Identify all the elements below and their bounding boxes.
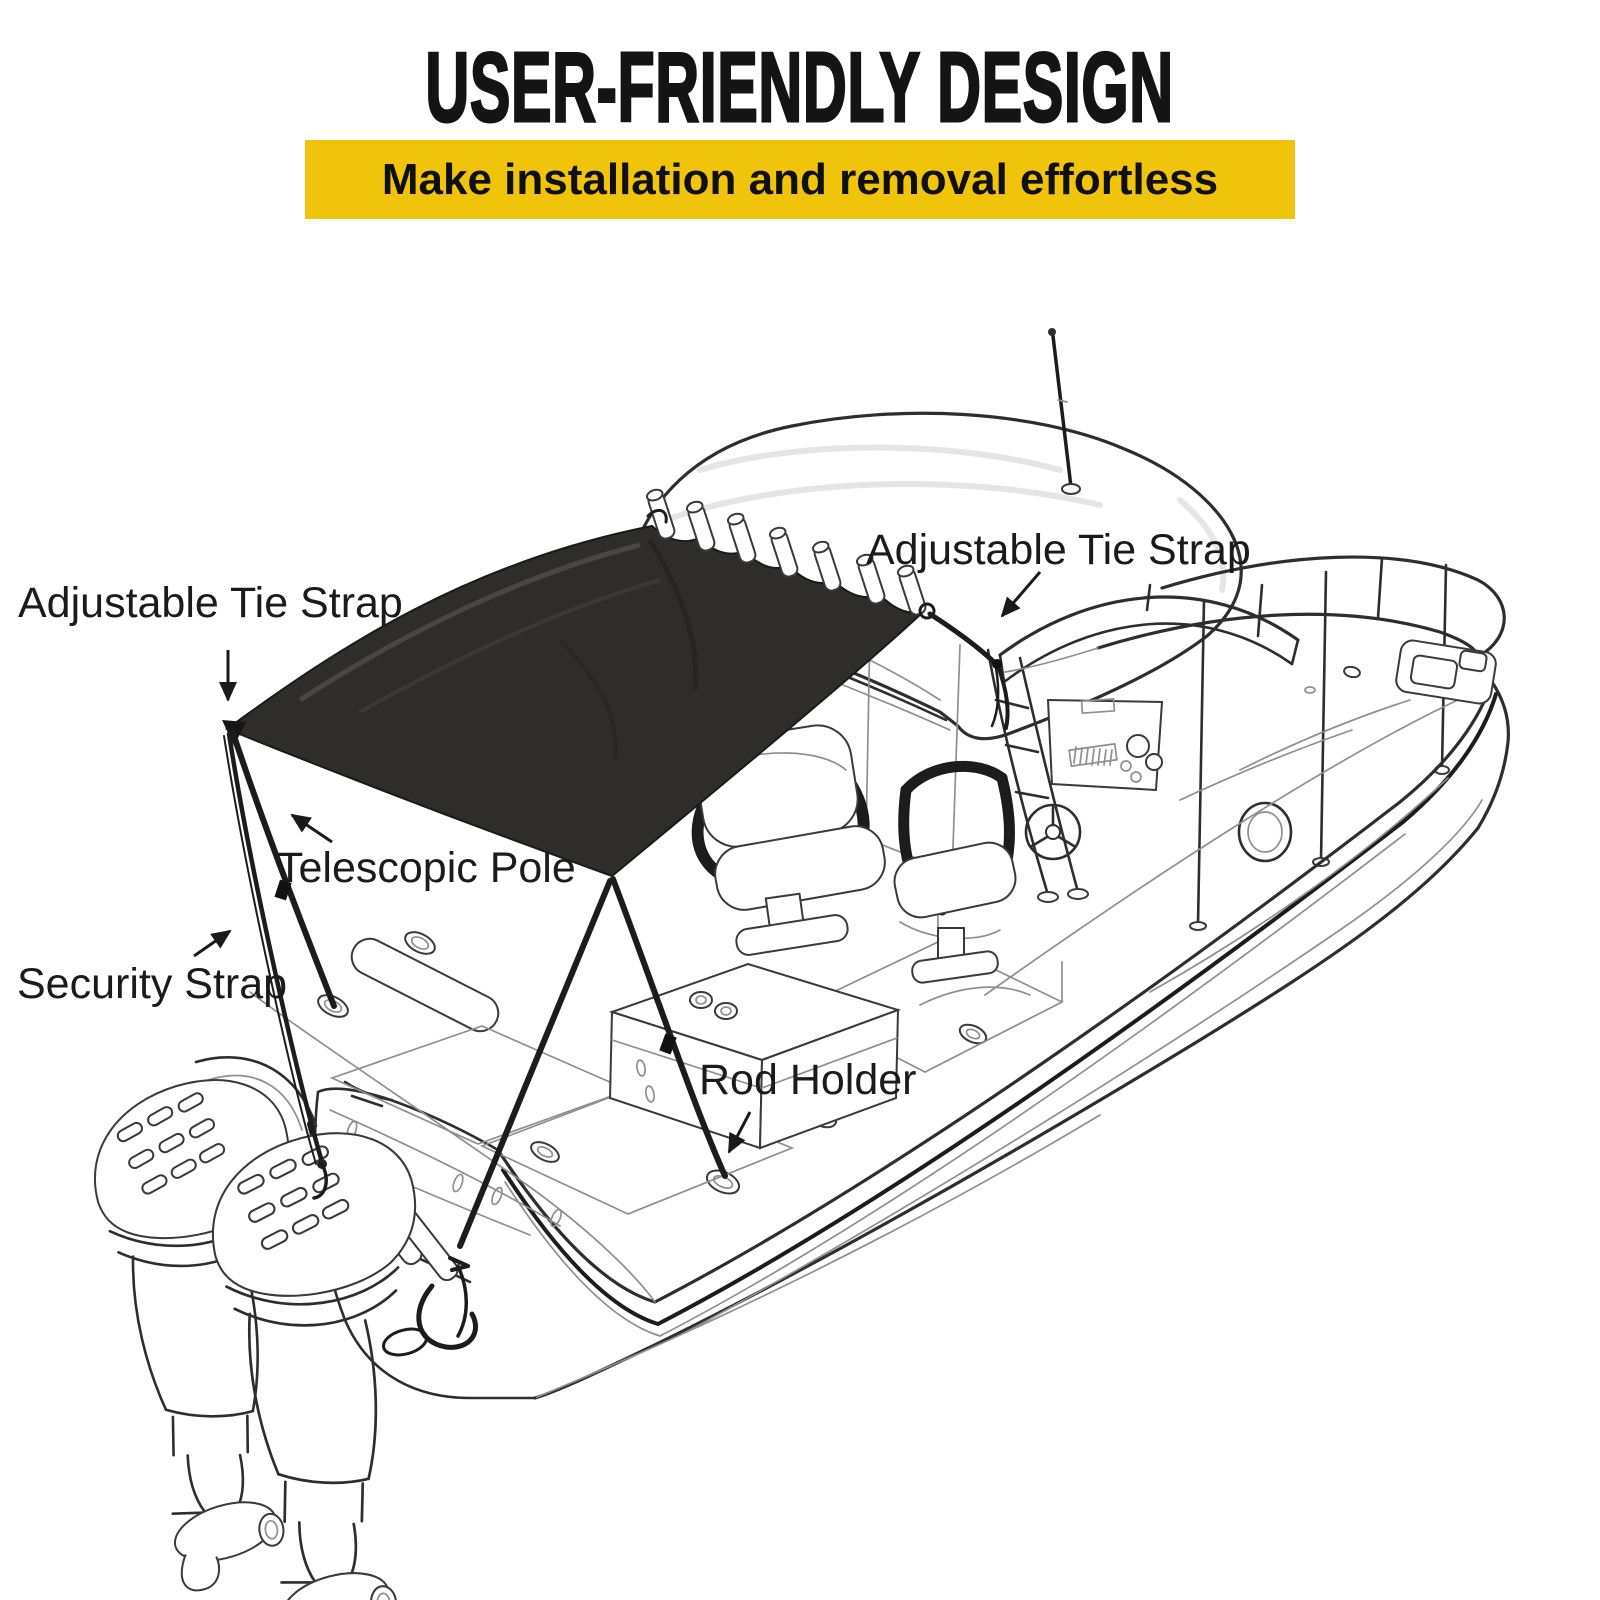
bow-pulpit <box>1395 639 1497 705</box>
subtitle-text: Make installation and removal effortless <box>381 154 1219 204</box>
label-rod-holder: Rod Holder <box>699 1056 917 1104</box>
adjustable-tie-strap-right <box>918 602 1010 730</box>
boat-hull <box>313 639 1510 1400</box>
rod-holder-mount <box>404 931 436 955</box>
steering-wheel <box>1024 803 1082 861</box>
label-security-strap: Security Strap <box>17 960 288 1008</box>
label-adjustable-tie-strap-left: Adjustable Tie Strap <box>18 579 403 627</box>
vent-grille <box>1068 742 1118 768</box>
telescopic-pole-front <box>610 876 728 1179</box>
security-strap-line <box>223 731 328 1200</box>
arrow-rod-holder <box>727 1111 752 1154</box>
canopy-rigging <box>222 602 1010 1357</box>
page-title: USER-FRIENDLY DESIGN <box>0 32 1600 142</box>
outboard-motors <box>82 1069 456 1600</box>
label-arrows <box>193 571 1042 1154</box>
telescopic-pole-left <box>230 730 337 1009</box>
subtitle-banner: Make installation and removal effortless <box>305 140 1295 219</box>
title-text: USER-FRIENDLY DESIGN <box>425 32 1175 142</box>
hard-top <box>623 328 1243 741</box>
arrow-security-strap <box>193 929 232 958</box>
hardtop-frame <box>986 648 1089 903</box>
antenna <box>1048 328 1081 495</box>
label-telescopic-pole: Telescopic Pole <box>277 844 576 892</box>
tie-down-strap-front <box>382 878 613 1357</box>
gunwale-fittings <box>249 931 988 1303</box>
arrow-telescopic-pole <box>290 813 333 844</box>
label-adjustable-tie-strap-right: Adjustable Tie Strap <box>866 526 1251 574</box>
helm-console <box>1024 697 1164 861</box>
arrow-tie-strap-right <box>1000 571 1042 618</box>
rod-holder-tubes <box>645 488 927 616</box>
companion-seat <box>893 760 1017 984</box>
